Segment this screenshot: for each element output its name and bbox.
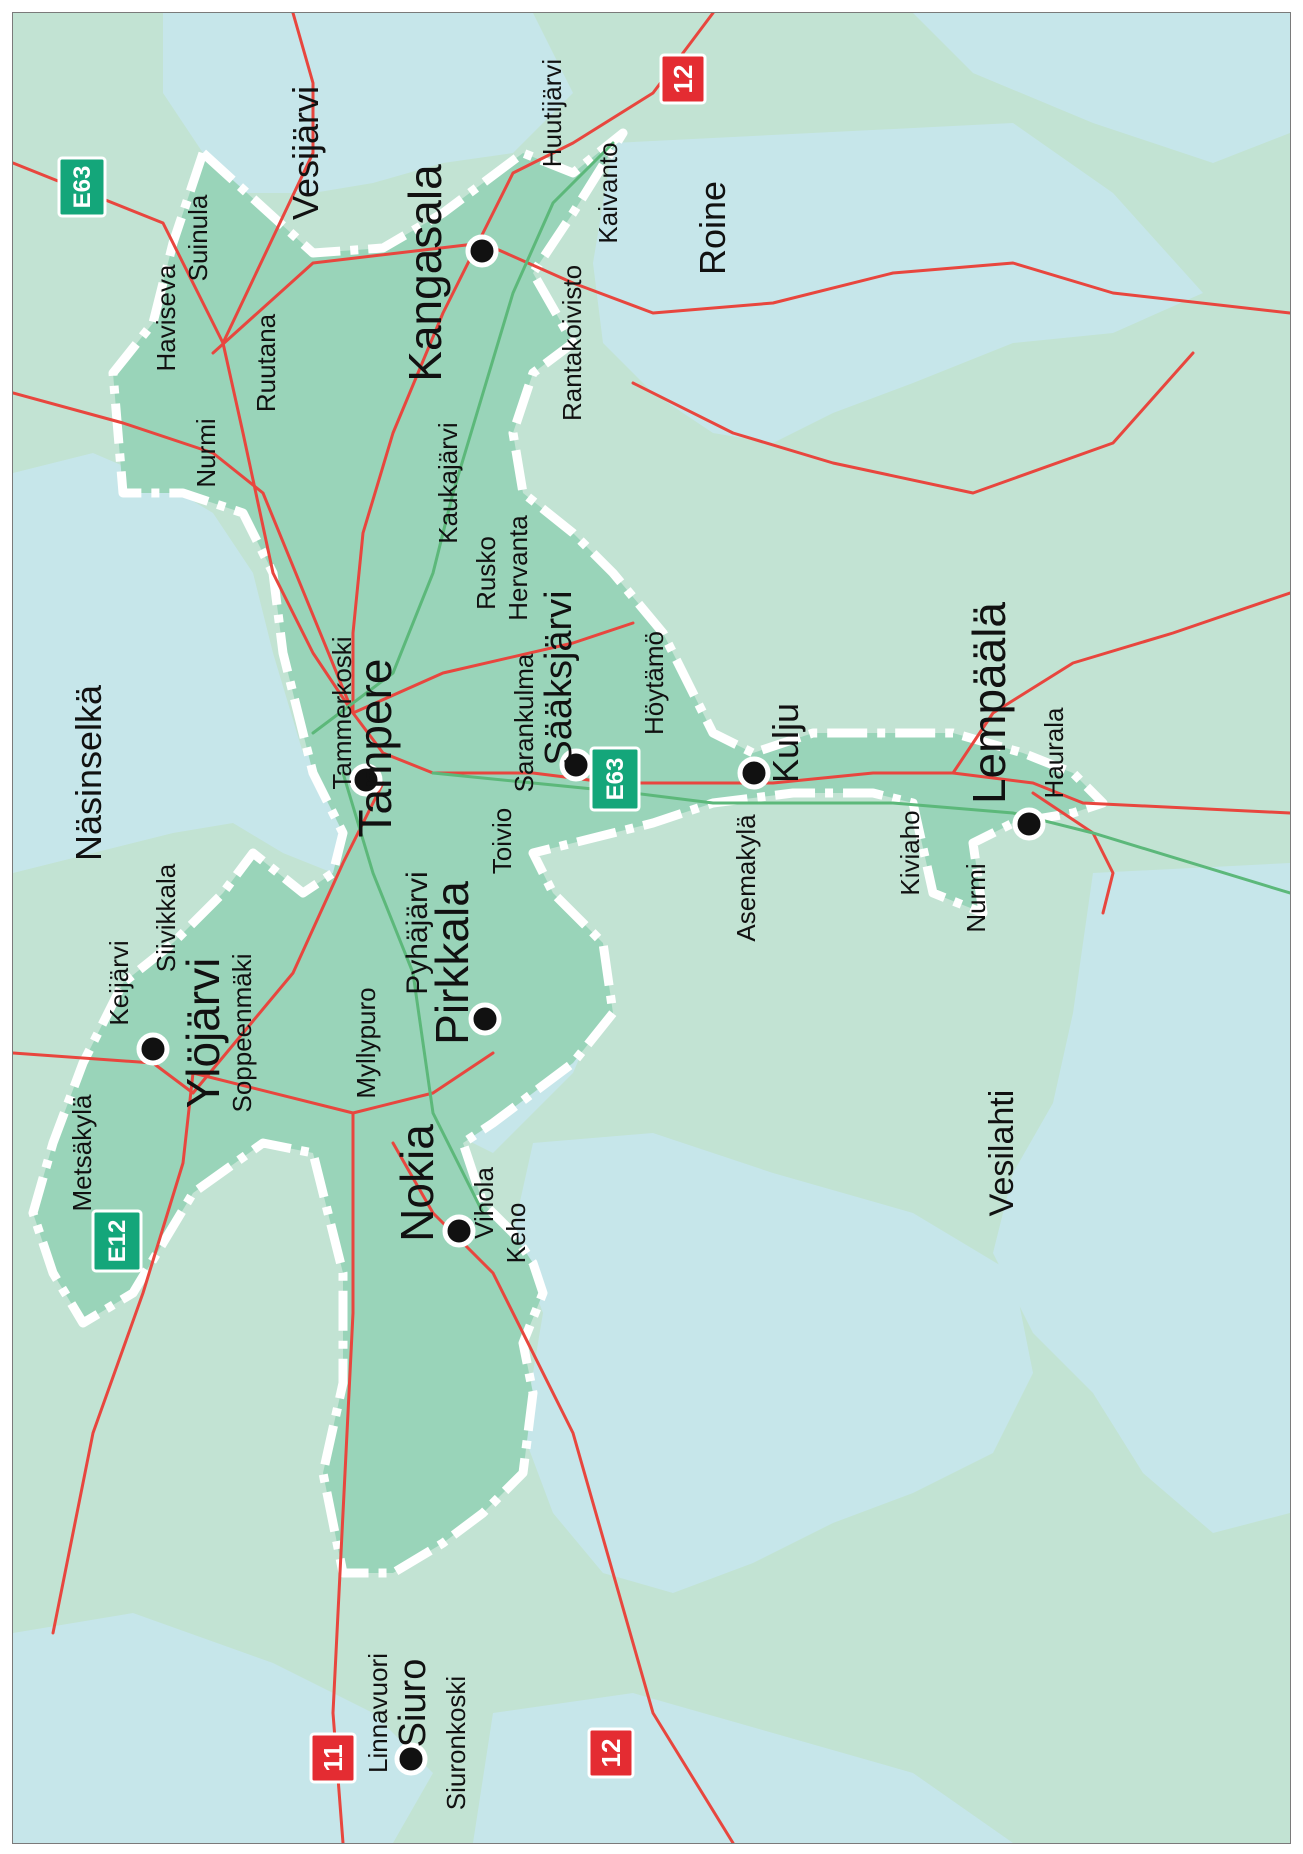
map-canvas[interactable]: Tampere Kangasala Ylöjärvi Pirkkala Noki… (13, 13, 1290, 1843)
road-northwest (13, 391, 355, 715)
label-viinola: Vihola (469, 1167, 499, 1239)
shield-11[interactable]: 11 (309, 1732, 357, 1784)
water-bodies (13, 13, 1290, 1843)
label-myllypuro: Myllypuro (351, 987, 381, 1098)
label-saaksjarvi: Sääksjärvi (538, 590, 580, 765)
shield-e63-north-label: E63 (69, 166, 96, 209)
shield-11-label: 11 (318, 1744, 348, 1772)
label-kulju: Kulju (765, 703, 806, 783)
road-kangasala-east (481, 241, 1290, 315)
label-keho: Keho (501, 1203, 531, 1264)
vesilahti-water (993, 863, 1290, 1533)
road-e12-west (51, 1051, 495, 1635)
road-shields: E63 E63 E12 12 12 11 (57, 53, 707, 1784)
label-keijarvi: Keijärvi (104, 940, 134, 1025)
tampere-dot[interactable] (349, 763, 383, 797)
bottom-water (473, 1693, 1013, 1843)
label-nurmi-south: Nurmi (961, 863, 991, 932)
shield-e63-south[interactable]: E63 (589, 746, 641, 812)
label-pyhajarvi: Pyhäjärvi (401, 871, 434, 994)
label-pirkkala: Pirkkala (426, 881, 478, 1045)
railway-south (431, 771, 1290, 895)
label-haurala: Haurala (1039, 707, 1069, 799)
label-kaivanto: Kaivanto (593, 142, 623, 243)
railway-network (311, 141, 1290, 1215)
road-tampere-hervanta (351, 621, 635, 715)
pirkkala-dot[interactable] (468, 1002, 502, 1036)
label-kangasala: Kangasala (399, 164, 451, 382)
label-siuronkoski: Siuronkoski (441, 1676, 471, 1810)
shield-e12[interactable]: E12 (91, 1209, 143, 1273)
road-12-south (391, 1141, 735, 1843)
road-ylojarvi-north (13, 781, 385, 1095)
road-lempaala-nurmi (1031, 791, 1115, 915)
label-hervanta: Hervanta (503, 515, 533, 621)
label-haviseva: Haviseva (151, 264, 181, 371)
shield-e63-north[interactable]: E63 (57, 156, 107, 218)
city-markers (136, 234, 1046, 1776)
tampere-region-area (28, 128, 1108, 1578)
southwest-water (513, 1133, 1033, 1593)
shield-e63-south-label: E63 (602, 758, 629, 801)
nokia-dot[interactable] (442, 1214, 476, 1248)
label-metsakyla: Metsäkylä (67, 1094, 97, 1212)
roine-water (593, 123, 1203, 443)
road-12-east (351, 13, 715, 715)
label-lempaala: Lempäälä (963, 602, 1015, 804)
label-tammerkoski: Tammerkoski (327, 636, 357, 789)
label-nasinselka: Näsinselkä (68, 684, 109, 861)
label-ruutana: Ruutana (251, 313, 281, 412)
label-vesilahti: Vesilahti (983, 1090, 1021, 1217)
lempaala-dot[interactable] (1012, 807, 1046, 841)
label-vesijarvi: Vesijärvi (285, 86, 326, 220)
label-kaukajarvi: Kaukajärvi (433, 422, 463, 543)
label-soppeenmaki: Soppeenmäki (227, 954, 257, 1113)
map-frame: Tampere Kangasala Ylöjärvi Pirkkala Noki… (12, 12, 1291, 1844)
label-siivikkala: Siivikkala (151, 863, 181, 972)
railway-east (311, 141, 615, 735)
label-asemakyla: Asemakylä (731, 814, 761, 942)
label-nokia: Nokia (391, 1124, 443, 1242)
railway-west (341, 771, 485, 1215)
road-nurmi (211, 241, 485, 355)
label-rusko: Rusko (471, 536, 501, 610)
label-suinula: Suinula (183, 194, 213, 281)
shield-12-top[interactable]: 12 (659, 53, 707, 105)
shield-12-top-label: 12 (668, 65, 698, 94)
road-e63 (13, 161, 1290, 815)
ylojarvi-dot[interactable] (136, 1032, 170, 1066)
shield-12-bottom[interactable]: 12 (587, 1727, 635, 1779)
road-east-1 (631, 351, 1195, 495)
label-huutijarvi: Huutijärvi (537, 59, 567, 167)
nasinselka-water (13, 453, 383, 873)
road-vesijarvi-north (221, 13, 315, 345)
label-nurmi-north: Nurmi (191, 418, 221, 487)
kangasala-dot[interactable] (465, 234, 499, 268)
vesijarvi-water (163, 13, 573, 193)
label-hoytamo: Höytämö (639, 631, 669, 735)
road-southeast (951, 591, 1290, 775)
label-rantakoivisto: Rantakoivisto (557, 265, 587, 421)
siuro-water (13, 1613, 433, 1843)
label-kiviaho: Kiviaho (895, 810, 925, 895)
shield-12-bottom-label: 12 (596, 1739, 626, 1768)
label-siuro: Siuro (392, 1659, 434, 1748)
top-right-water (913, 13, 1290, 163)
label-toivio: Toivio (487, 808, 517, 874)
label-tampere: Tampere (349, 659, 401, 838)
label-linnavuori: Linnavuori (363, 1653, 393, 1773)
siuro-dot[interactable] (394, 1742, 428, 1776)
label-roine: Roine (692, 181, 733, 275)
shield-e12-label: E12 (104, 1220, 131, 1263)
label-ylojarvi: Ylöjärvi (177, 958, 229, 1109)
label-sarankulma: Sarankulma (509, 653, 539, 792)
kulju-dot[interactable] (737, 756, 771, 790)
map-labels: Tampere Kangasala Ylöjärvi Pirkkala Noki… (67, 59, 1069, 1810)
